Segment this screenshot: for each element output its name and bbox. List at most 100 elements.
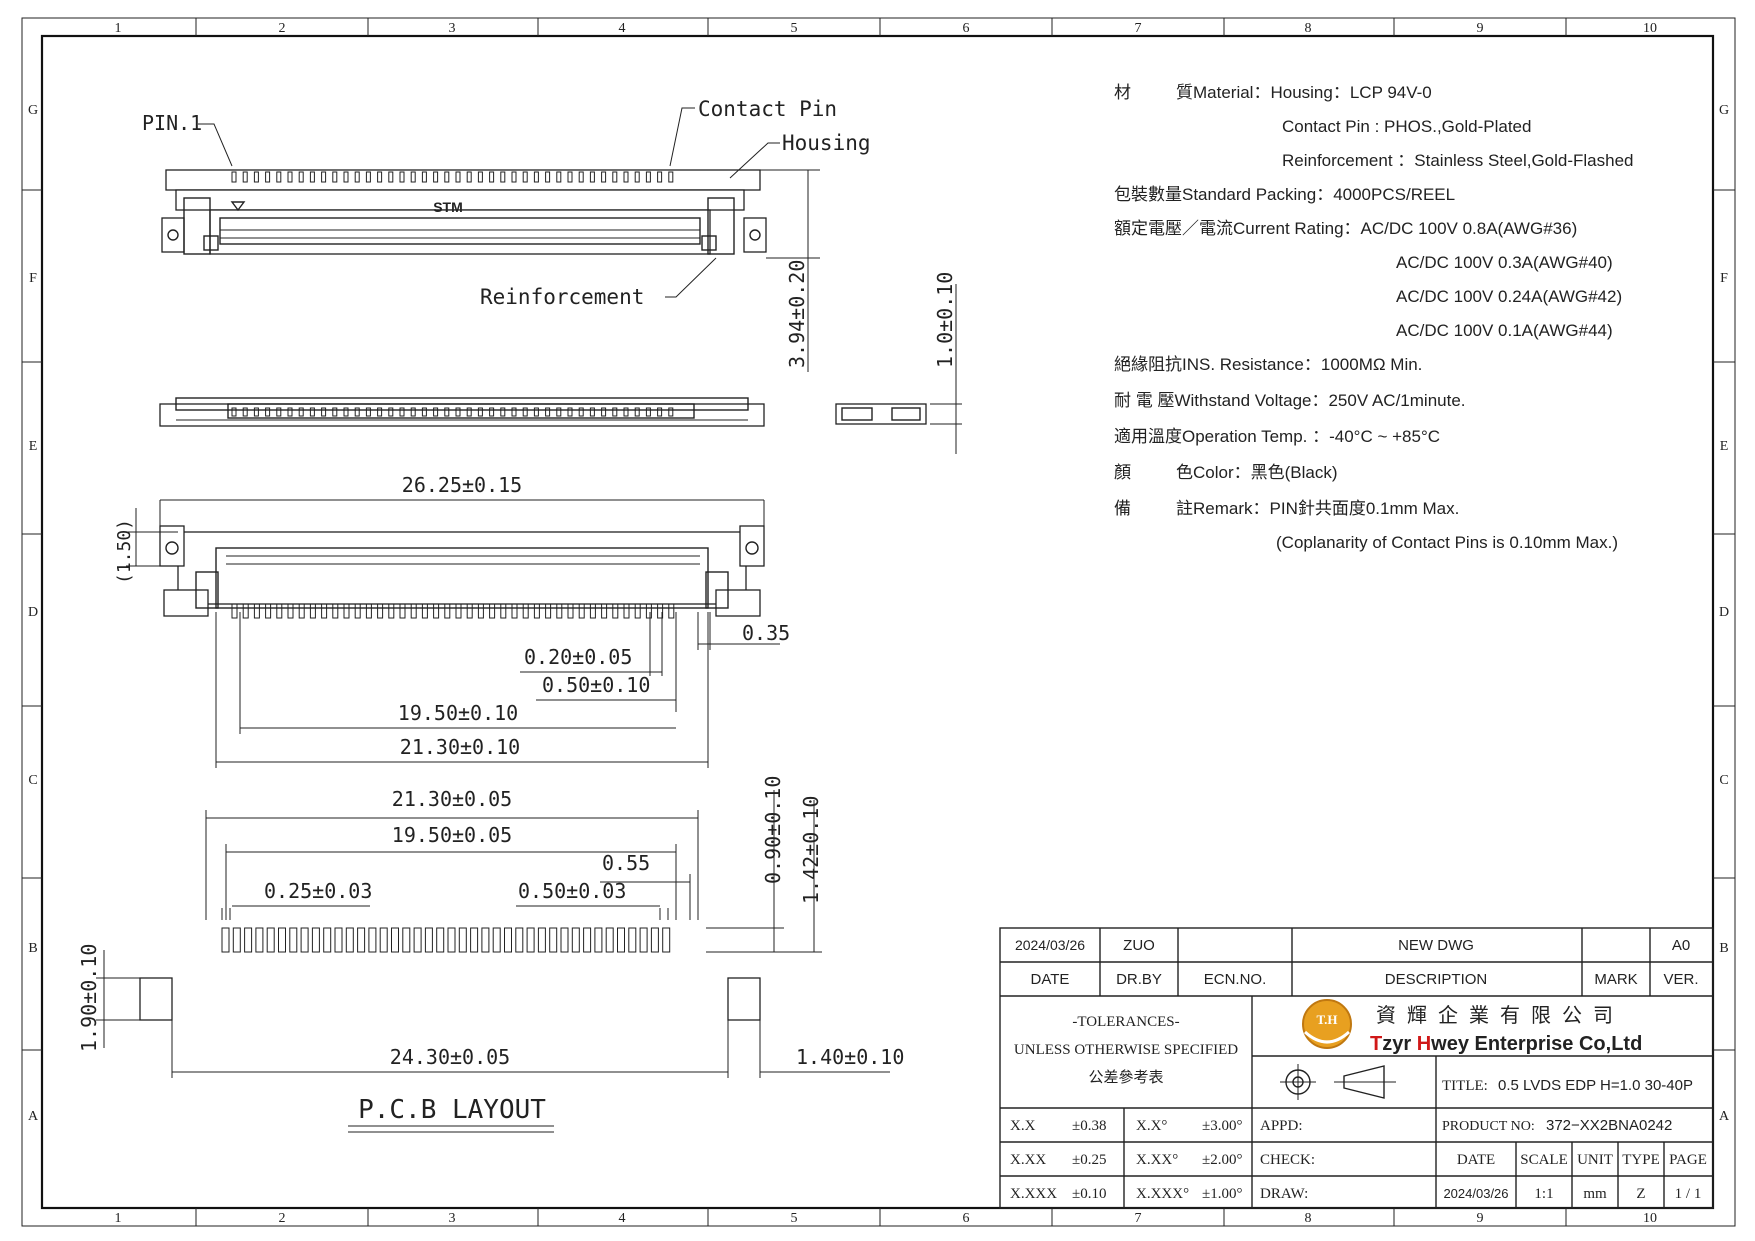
top-pin bbox=[444, 407, 450, 417]
bottom-pin bbox=[645, 603, 652, 619]
info-header-page: PAGE bbox=[1669, 1152, 1707, 1168]
pcb-pad bbox=[662, 927, 671, 953]
tol-r3-c: X.XXX° bbox=[1136, 1186, 1189, 1202]
top-pin bbox=[377, 407, 383, 417]
draw-label: DRAW: bbox=[1260, 1186, 1308, 1202]
check-label: CHECK: bbox=[1260, 1152, 1315, 1168]
top-pin bbox=[253, 407, 259, 417]
info-scale-value: 1:1 bbox=[1534, 1186, 1553, 1202]
company-name-en: Tzyr Hwey Enterprise Co,Ltd bbox=[1370, 1033, 1642, 1055]
zone-col-1b: 1 bbox=[115, 1211, 122, 1226]
bottom-pin bbox=[511, 603, 518, 619]
bottom-pin bbox=[466, 603, 473, 619]
zone-col-10: 10 bbox=[1643, 21, 1657, 36]
spec-contact-pin: Contact Pin : PHOS.,Gold-Plated bbox=[1282, 117, 1531, 136]
top-pin bbox=[500, 407, 506, 417]
zone-col-1: 1 bbox=[115, 21, 122, 36]
pcb-dim-055-text: 0.55 bbox=[602, 851, 650, 875]
bottom-pin bbox=[668, 603, 675, 619]
inner-frame bbox=[40, 34, 1715, 1210]
bottom-pin bbox=[276, 603, 283, 619]
spec-ins-resistance: 絕緣阻抗INS. Resistance：1000MΩ Min. bbox=[1114, 355, 1422, 374]
pcb-dim-2130-text: 21.30±0.05 bbox=[392, 787, 512, 811]
right-mount-ear bbox=[743, 217, 767, 253]
front-pin bbox=[433, 171, 439, 183]
header-date: DATE bbox=[1031, 971, 1070, 988]
tol-r3-d: ±1.00° bbox=[1202, 1186, 1242, 1202]
top-pin bbox=[433, 407, 439, 417]
zone-col-6: 6 bbox=[963, 21, 970, 36]
pcb-pad bbox=[639, 927, 648, 953]
info-date-value: 2024/03/26 bbox=[1443, 1186, 1508, 1201]
pcb-pad bbox=[379, 927, 388, 953]
front-pin bbox=[511, 171, 517, 183]
tol-r1-c: X.X° bbox=[1136, 1118, 1167, 1134]
dim-394-text: 3.94±0.20 bbox=[785, 260, 809, 368]
top-pin bbox=[399, 407, 405, 417]
front-pin bbox=[309, 171, 315, 183]
rev-date: 2024/03/26 bbox=[1015, 937, 1085, 953]
contact-pin-label: Contact Pin bbox=[698, 97, 837, 121]
spec-current: 額定電壓／電流Current Rating：AC/DC 100V 0.8A(AW… bbox=[1114, 219, 1577, 238]
spec-current-4: AC/DC 100V 0.1A(AWG#44) bbox=[1396, 321, 1613, 340]
header-mark: MARK bbox=[1594, 971, 1637, 988]
tolerances-cn: 公差參考表 bbox=[1088, 1069, 1163, 1086]
zone-col-2b: 2 bbox=[279, 1211, 286, 1226]
rev-description: NEW DWG bbox=[1398, 937, 1474, 954]
dim-2130a-text: 21.30±0.10 bbox=[400, 735, 520, 759]
front-pin bbox=[253, 171, 259, 183]
bottom-pin bbox=[623, 603, 630, 619]
top-pin bbox=[276, 407, 282, 417]
spec-temp: 適用溫度Operation Temp. ：-40°C ~ +85°C bbox=[1114, 427, 1440, 446]
tol-r2-a: X.XX bbox=[1010, 1152, 1046, 1168]
pcb-dim-090-text: 0.90±0.10 bbox=[761, 776, 785, 884]
top-pin bbox=[657, 407, 663, 417]
bottom-pin bbox=[388, 603, 395, 619]
pcb-pad bbox=[617, 927, 625, 953]
bottom-view bbox=[159, 525, 765, 619]
pcb-right-mount-pad bbox=[727, 977, 761, 1021]
front-pin bbox=[354, 171, 360, 183]
bottom-pin bbox=[242, 603, 249, 619]
tolerance-table: X.X ±0.38 X.X° ±3.00° X.XX ±0.25 X.XX° ±… bbox=[1010, 1118, 1535, 1202]
front-pin bbox=[332, 171, 338, 183]
front-pin bbox=[634, 171, 640, 183]
front-pin bbox=[321, 171, 327, 183]
info-type-value: Z bbox=[1636, 1186, 1645, 1202]
title-label: TITLE: bbox=[1442, 1078, 1488, 1094]
tol-r2-b: ±0.25 bbox=[1072, 1152, 1106, 1168]
front-pin bbox=[410, 171, 416, 183]
tol-r2-d: ±2.00° bbox=[1202, 1152, 1242, 1168]
top-pin bbox=[623, 407, 629, 417]
dim-1950a-text: 19.50±0.10 bbox=[398, 701, 518, 725]
zone-col-7b: 7 bbox=[1135, 1211, 1142, 1226]
company-logo-icon bbox=[1302, 999, 1352, 1049]
spec-block: 材 質Material：Housing：LCP 94V-0 Contact Pi… bbox=[1114, 83, 1634, 552]
bottom-pin bbox=[545, 603, 552, 619]
front-pin bbox=[589, 171, 595, 183]
pcb-pad bbox=[605, 927, 614, 953]
zone-row-e: E bbox=[29, 439, 38, 454]
pcb-dim-025-text: 0.25±0.03 bbox=[264, 879, 372, 903]
pcb-dim-190-text: 1.90±0.10 bbox=[77, 944, 101, 1052]
zone-col-9b: 9 bbox=[1477, 1211, 1484, 1226]
bottom-pin bbox=[354, 603, 361, 619]
dim-035-text: 0.35 bbox=[742, 621, 790, 645]
pcb-pad bbox=[300, 927, 309, 953]
bottom-pin bbox=[500, 603, 507, 619]
company-name-zyr: zyr bbox=[1382, 1033, 1416, 1055]
front-pin bbox=[276, 171, 282, 183]
header-ecn: ECN.NO. bbox=[1204, 971, 1267, 988]
pcb-pad bbox=[436, 927, 445, 953]
bottom-pin bbox=[287, 603, 294, 619]
zone-col-2: 2 bbox=[279, 21, 286, 36]
dim-10 bbox=[930, 284, 962, 454]
housing-label: Housing bbox=[782, 131, 871, 155]
bottom-pin bbox=[421, 603, 428, 619]
pcb-pad bbox=[278, 927, 286, 953]
top-pin bbox=[231, 407, 237, 417]
title-block: T.H bbox=[999, 927, 1714, 1209]
top-pin bbox=[511, 407, 517, 417]
pcb-pad bbox=[413, 927, 422, 953]
dim-bottom-pitch bbox=[215, 612, 780, 768]
